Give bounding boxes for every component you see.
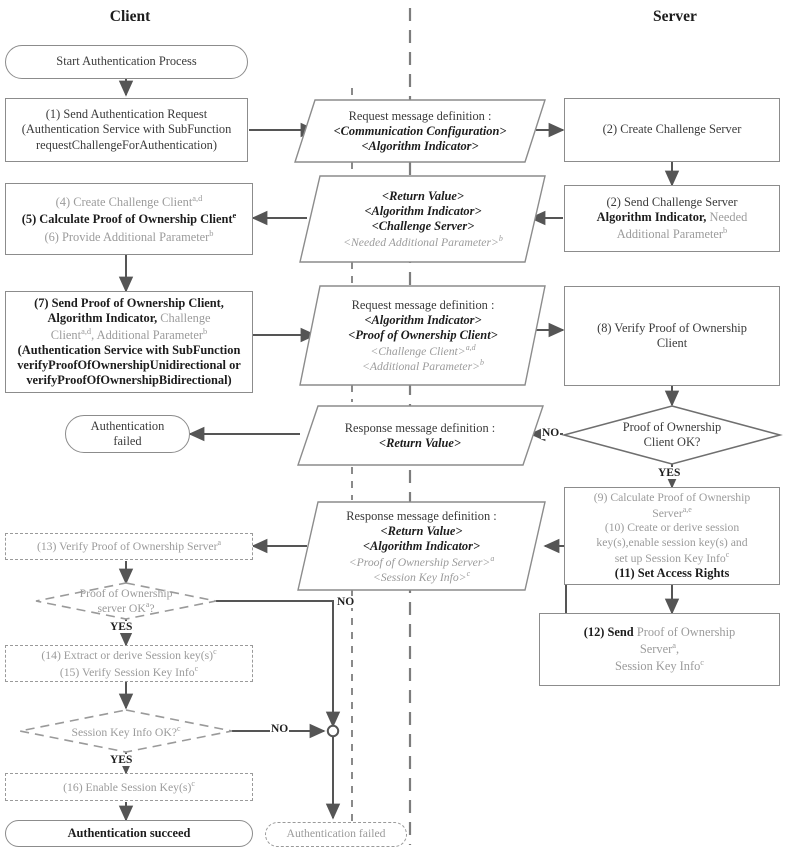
- node-step-12-send[interactable]: (12) Send Proof of Ownership Servera, Se…: [539, 613, 780, 686]
- resp1-line4: <Needed Additional Parameter>b: [343, 234, 503, 249]
- edge-label-yes-1: YES: [657, 467, 682, 479]
- decision-pos-line2: server OKa?: [97, 600, 155, 615]
- resp2-title: Response message definition :: [344, 420, 496, 435]
- resp1-line2: <Algorithm Indicator>: [364, 204, 482, 219]
- header-client: Client: [109, 8, 151, 25]
- resp3-line1: <Return Value>: [380, 523, 463, 538]
- req2-line2: <Proof of Ownership Client>: [348, 328, 498, 343]
- step13-label: (13) Verify Proof of Ownership Servera: [36, 538, 222, 554]
- node-authentication-succeed[interactable]: Authentication succeed: [5, 820, 253, 847]
- header-server: Server: [653, 8, 697, 25]
- step91011-line2: Servera,e: [652, 505, 692, 521]
- step16-label: (16) Enable Session Key(s)c: [63, 778, 195, 794]
- step1415-line2: (15) Verify Session Key Infoc: [59, 663, 199, 679]
- resp3-line4: <Session Key Info>c: [372, 568, 471, 584]
- step8-line1: (8) Verify Proof of Ownership: [597, 320, 747, 335]
- req2-line4: <Additional Parameter>b: [362, 358, 484, 373]
- node-step-2-create-challenge-server[interactable]: (2) Create Challenge Server: [564, 98, 780, 162]
- step456-line2: (5) Calculate Proof of Ownership Cliente: [21, 210, 237, 227]
- step2-create-label: (2) Create Challenge Server: [602, 122, 742, 137]
- start-label: Start Authentication Process: [56, 54, 197, 69]
- edge-label-yes-3: YES: [109, 754, 134, 766]
- step12-line2: Servera,: [639, 639, 680, 656]
- resp1-line1: <Return Value>: [382, 189, 464, 204]
- node-authentication-failed-middle[interactable]: Authentication failed: [65, 415, 190, 453]
- resp2-line1: <Return Value>: [379, 435, 461, 450]
- node-step-8-verify-proof-of-ownership-client[interactable]: (8) Verify Proof of Ownership Client: [564, 286, 780, 386]
- auth-succeed-label: Authentication succeed: [67, 825, 191, 840]
- auth-failed-bottom-label: Authentication failed: [286, 827, 386, 841]
- step1415-line1: (14) Extract or derive Session key(s)c: [41, 647, 217, 663]
- step1-line3: requestChallengeForAuthentication): [36, 137, 217, 152]
- message-request-1: Request message definition : <Communicat…: [300, 100, 540, 162]
- node-step-14-15-session-keys[interactable]: (14) Extract or derive Session key(s)c (…: [5, 645, 253, 682]
- step7-line5: verifyProofOfOwnershipUnidirectional or: [17, 358, 241, 373]
- message-response-1: <Return Value> <Algorithm Indicator> <Ch…: [303, 176, 543, 262]
- node-start-authentication[interactable]: Start Authentication Process: [5, 45, 248, 79]
- step7-line6: verifyProofOfOwnershipBidirectional): [26, 373, 232, 388]
- node-step-2-send-challenge-server[interactable]: (2) Send Challenge Server Algorithm Indi…: [564, 185, 780, 252]
- resp3-title: Response message definition :: [346, 508, 497, 523]
- req2-line3: <Challenge Client>a,d: [370, 343, 476, 358]
- step91011-line1: (9) Calculate Proof of Ownership: [593, 490, 751, 504]
- step456-line1: (4) Create Challenge Clienta,d: [55, 193, 203, 210]
- decision-pos-label: Proof of Ownership server OKa?: [36, 583, 216, 619]
- edge-label-no-3: NO: [270, 723, 290, 735]
- auth-failed-line1: Authentication: [90, 418, 165, 433]
- decision-pos-line1: Proof of Ownership: [79, 587, 173, 601]
- step12-line1: (12) Send Proof of Ownership: [583, 624, 736, 639]
- edge-label-no-1: NO: [541, 427, 561, 439]
- edge-label-no-2: NO: [336, 596, 356, 608]
- decision-poc-label: Proof of Ownership Client OK?: [584, 417, 760, 453]
- decision-ski-label: Session Key Info OK?c: [71, 723, 181, 739]
- auth-failed-line2: failed: [113, 434, 142, 448]
- message-response-2: Response message definition : <Return Va…: [300, 406, 540, 465]
- step1-line1: (1) Send Authentication Request: [45, 107, 208, 122]
- step7-line3: Clienta,d, Additional Parameterb: [50, 325, 208, 342]
- step1-line2: (Authentication Service with SubFunction: [21, 122, 232, 137]
- node-step-4-5-6-client[interactable]: (4) Create Challenge Clienta,d (5) Calcu…: [5, 183, 253, 255]
- resp1-line3: <Challenge Server>: [371, 219, 475, 234]
- req2-title: Request message definition :: [351, 298, 495, 313]
- step91011-line5: set up Session Key Infoc: [614, 549, 730, 565]
- edge-label-yes-2: YES: [109, 621, 134, 633]
- step8-line2: Client: [656, 336, 688, 350]
- step2-send-line2: Algorithm Indicator, Needed: [596, 209, 748, 224]
- req1-line1: <Communication Configuration>: [333, 123, 507, 138]
- node-step-13-verify-proof-of-ownership-server[interactable]: (13) Verify Proof of Ownership Servera: [5, 533, 253, 560]
- decision-poc-line2: Client OK?: [643, 435, 701, 449]
- step7-line4: (Authentication Service with SubFunction: [17, 343, 241, 358]
- message-response-3: Response message definition : <Return Va…: [300, 502, 543, 590]
- node-step-1-send-authentication-request[interactable]: (1) Send Authentication Request (Authent…: [5, 98, 248, 162]
- step2-send-line3: Additional Parameterb: [616, 225, 728, 242]
- resp3-line2: <Algorithm Indicator>: [362, 538, 481, 553]
- step91011-line4: key(s),enable session key(s) and: [596, 535, 748, 549]
- resp3-line3: <Proof of Ownership Server>a: [348, 553, 495, 569]
- node-step-7-send-proof-of-ownership[interactable]: (7) Send Proof of Ownership Client, Algo…: [5, 291, 253, 393]
- req1-title: Request message definition :: [348, 108, 492, 123]
- step2-send-line1: (2) Send Challenge Server: [606, 194, 738, 209]
- step456-line3: (6) Provide Additional Parameterb: [44, 227, 214, 244]
- step7-line2: Algorithm Indicator, Challenge: [47, 310, 211, 325]
- node-step-9-10-11-server[interactable]: (9) Calculate Proof of Ownership Servera…: [564, 487, 780, 585]
- step7-line1: (7) Send Proof of Ownership Client,: [34, 295, 224, 310]
- step91011-line6: (11) Set Access Rights: [614, 565, 730, 580]
- node-step-16-enable-session-keys[interactable]: (16) Enable Session Key(s)c: [5, 773, 253, 801]
- req1-line2: <Algorithm Indicator>: [361, 138, 479, 153]
- node-authentication-failed-bottom[interactable]: Authentication failed: [265, 822, 407, 847]
- decision-poc-line1: Proof of Ownership: [622, 420, 722, 434]
- message-request-2: Request message definition : <Algorithm …: [303, 286, 543, 385]
- step91011-line3: (10) Create or derive session: [604, 521, 740, 535]
- step12-line3: Session Key Infoc: [614, 657, 705, 674]
- req2-line1: <Algorithm Indicator>: [364, 313, 482, 328]
